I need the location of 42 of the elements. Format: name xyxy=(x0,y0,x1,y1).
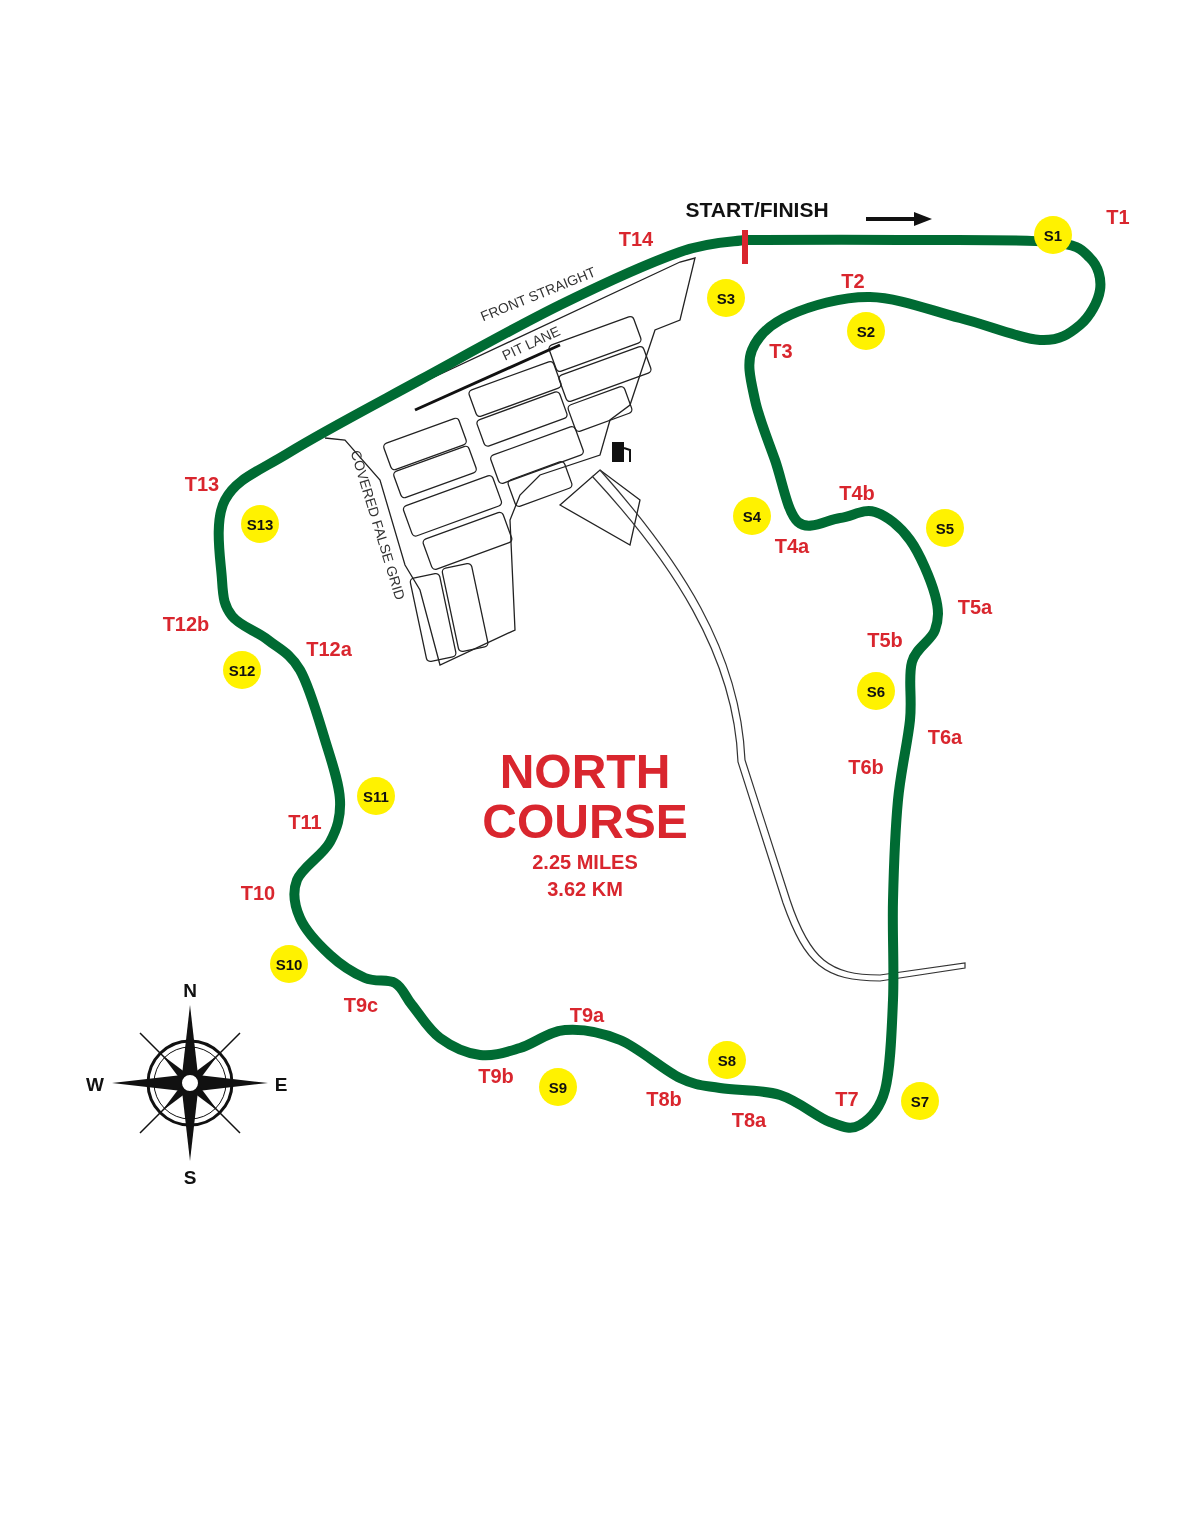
turn-number: T11 xyxy=(288,812,322,832)
course-title: NORTH COURSE xyxy=(482,746,688,848)
station-marker: S5 xyxy=(926,509,964,547)
station-marker: S6 xyxy=(857,672,895,710)
turn-number: T1 xyxy=(1106,207,1130,227)
compass-letter: N xyxy=(183,980,197,1000)
station-marker: S12 xyxy=(223,651,261,689)
course-length: 3.62 KM xyxy=(547,879,623,899)
turn-number: T12b xyxy=(162,614,210,634)
turn-number: T5a xyxy=(957,597,993,617)
turn-number: T3 xyxy=(769,341,793,361)
station-marker: S8 xyxy=(708,1041,746,1079)
turn-number: T8a xyxy=(731,1110,767,1130)
turn-number: T2 xyxy=(841,271,865,291)
turn-number: T7 xyxy=(835,1089,859,1109)
station-marker: S2 xyxy=(847,312,885,350)
turn-number: T10 xyxy=(240,883,276,903)
turn-number: T4b xyxy=(839,483,875,503)
turn-number: T12a xyxy=(306,639,352,659)
station-marker: S13 xyxy=(241,505,279,543)
compass-letter: S xyxy=(183,1167,197,1187)
station-marker: S9 xyxy=(539,1068,577,1106)
turn-number: T14 xyxy=(618,229,654,249)
station-marker: S1 xyxy=(1034,216,1072,254)
turn-number: T5b xyxy=(867,630,903,650)
station-marker: S11 xyxy=(357,777,395,815)
compass-letter: W xyxy=(86,1074,104,1094)
compass-letter: E xyxy=(274,1074,288,1094)
start-finish-label: START/FINISH xyxy=(685,198,829,220)
turn-number: T6a xyxy=(927,727,963,747)
turn-number: T9b xyxy=(478,1066,514,1086)
station-marker: S7 xyxy=(901,1082,939,1120)
turn-number: T4a xyxy=(774,536,810,556)
station-marker: S4 xyxy=(733,497,771,535)
turn-number: T8b xyxy=(646,1089,682,1109)
turn-number: T6b xyxy=(848,757,884,777)
course-length: 2.25 MILES xyxy=(532,852,638,872)
station-marker: S10 xyxy=(270,945,308,983)
turn-number: T9c xyxy=(343,995,379,1015)
turn-number: T9a xyxy=(569,1005,605,1025)
station-marker: S3 xyxy=(707,279,745,317)
turn-number: T13 xyxy=(184,474,220,494)
